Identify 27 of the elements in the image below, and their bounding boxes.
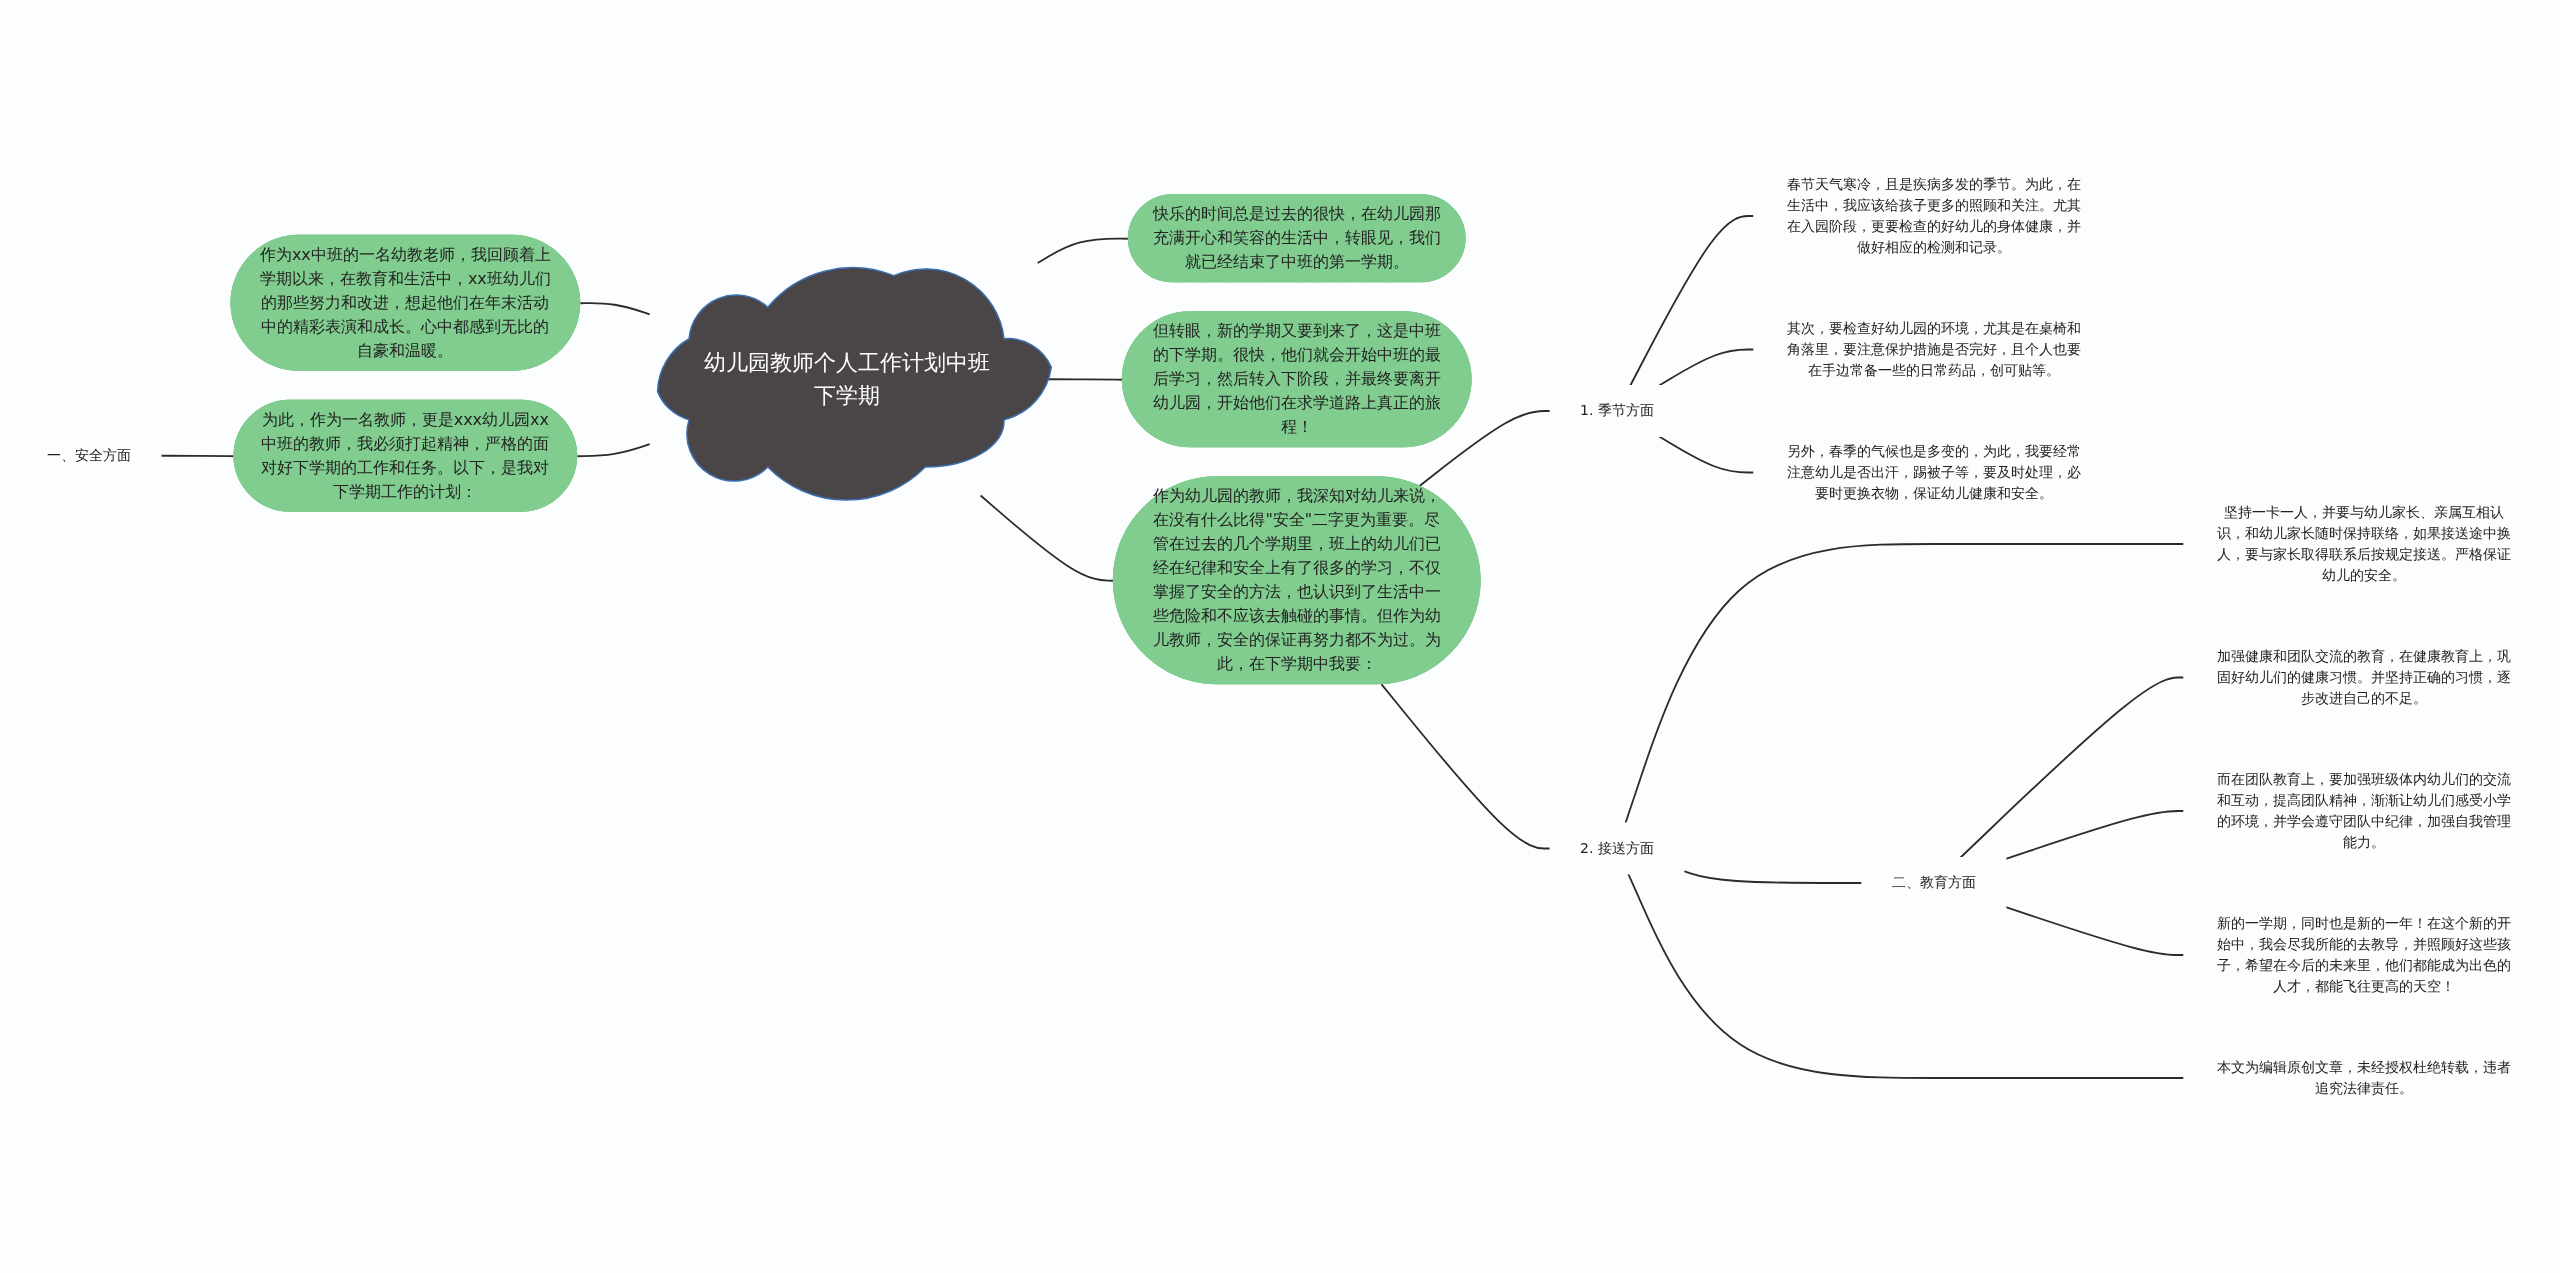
node-text: 加强健康和团队交流的教育，在健康教育上，巩固好幼儿们的健康习惯。并坚持正确的习惯，逐步改进自己的不足。 — [2216, 647, 2511, 706]
node-text: 而在团队教育上，要加强班级体内幼儿们的交流和互动，提高团队精神，渐渐让幼儿们感受小学的环境，并学会遵守团队中纪律，加强自我管理能力。 — [2216, 770, 2511, 850]
connector — [2004, 810, 2185, 860]
connector — [1628, 215, 1755, 387]
connector — [575, 443, 651, 458]
connector — [1657, 435, 1755, 474]
connector — [578, 302, 651, 316]
connector — [2004, 906, 2185, 956]
node-text: 新的一学期，同时也是新的一年！在这个新的开始中，我会尽我所能的去教导，并照顾好这些孩子，希望在今后的未来里，他们都能成为出色的人才，都能飞往更高的天空！ — [2216, 914, 2511, 994]
connector — [1626, 873, 2185, 1079]
node-text: 二、教育方面 — [1891, 874, 1976, 891]
node-text: 坚持一卡一人，并要与幼儿家长、亲属互相认识，和幼儿家长随时保持联络，如果接送途中换人，要与家长取得联系后按规定接送。严格保证幼儿的安全。 — [2216, 503, 2511, 583]
connector — [159, 454, 235, 458]
node-text: 春节天气寒冷，且是疾病多发的季节。为此，在生活中，我应该给孩子更多的照顾和关注。尤其在入园阶段，更要检查的好幼儿的身体健康，并做好相应的检测和记录。 — [1786, 176, 2081, 255]
connector — [1380, 683, 1551, 850]
node-text: 另外，春季的气候也是多变的，为此，我要经常注意幼儿是否出汗，踢被子等，要及时处理，必要时更换衣物，保证幼儿健康和安全。 — [1786, 443, 2081, 501]
connector — [1682, 870, 1863, 884]
connector — [1036, 237, 1130, 264]
connector — [1624, 543, 2185, 824]
node-text: 1. 季节方面 — [1579, 402, 1654, 419]
connector — [1657, 348, 1755, 387]
node-text: 本文为编辑原创文章，未经授权杜绝转载，违者追究法律责任。 — [2216, 1058, 2511, 1096]
connector — [1417, 410, 1551, 488]
node-text: 一、安全方面 — [46, 447, 131, 464]
node-text: 2. 接送方面 — [1579, 839, 1654, 856]
node-text: 其次，要检查好幼儿园的环境，尤其是在桌椅和角落里，要注意保护措施是否完好，且个人也要在手边常备一些的日常药品，创可贴等。 — [1786, 320, 2081, 378]
connector — [1959, 676, 2185, 859]
